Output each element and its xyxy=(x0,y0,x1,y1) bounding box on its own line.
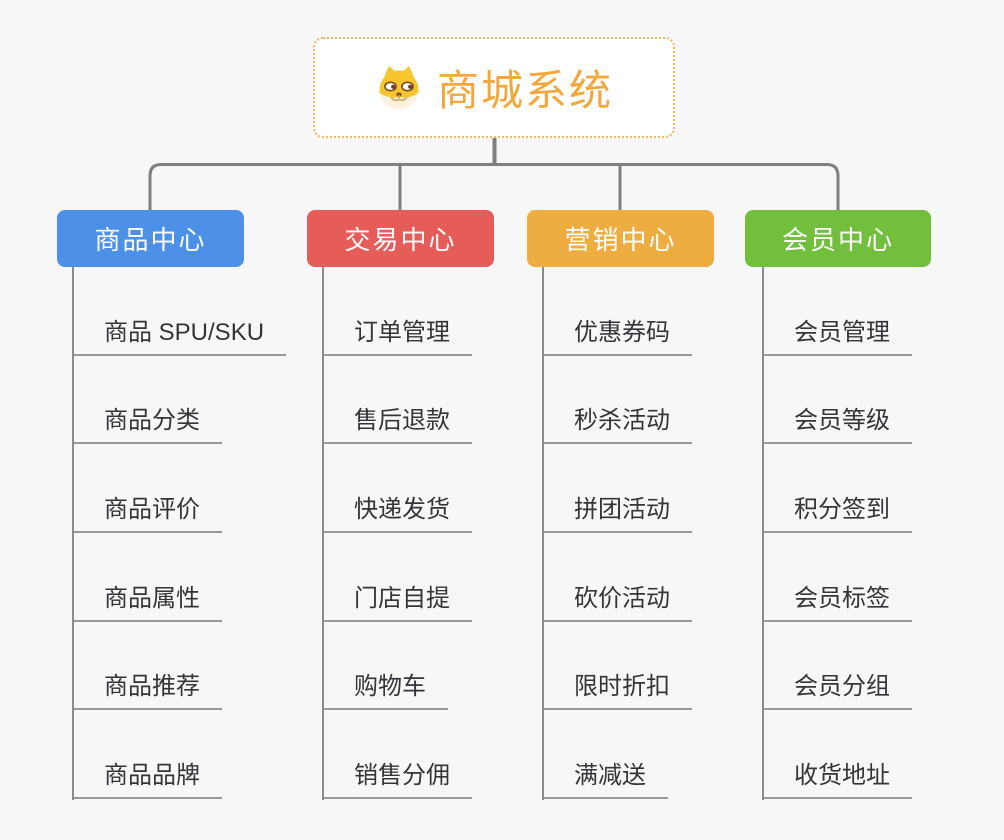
leaf-node: 销售分佣 xyxy=(322,710,472,800)
branch-children-trade-center: 订单管理 售后退款 快递发货 门店自提 购物车 销售分佣 xyxy=(322,267,472,800)
branch-node-product-center[interactable]: 商品中心 xyxy=(57,210,244,267)
leaf-node: 商品属性 xyxy=(72,533,286,622)
leaf-node: 秒杀活动 xyxy=(542,356,692,445)
leaf-node: 商品分类 xyxy=(72,356,286,445)
leaf-node: 会员分组 xyxy=(762,622,912,711)
leaf-node-label[interactable]: 商品评价 xyxy=(72,489,222,534)
leaf-node-label[interactable]: 砍价活动 xyxy=(542,578,692,622)
leaf-node: 商品品牌 xyxy=(72,710,286,800)
leaf-node: 门店自提 xyxy=(322,533,472,622)
leaf-node: 售后退款 xyxy=(322,356,472,445)
leaf-node: 限时折扣 xyxy=(542,622,692,711)
leaf-node-label[interactable]: 满减送 xyxy=(542,755,668,800)
leaf-node-label[interactable]: 商品推荐 xyxy=(72,666,222,711)
branch-spine-line xyxy=(72,267,74,800)
leaf-node-label[interactable]: 门店自提 xyxy=(322,578,472,622)
leaf-node: 会员管理 xyxy=(762,267,912,356)
branch-node-member-center[interactable]: 会员中心 xyxy=(745,210,931,267)
branch-node-marketing-center[interactable]: 营销中心 xyxy=(527,210,714,267)
shiba-dog-icon xyxy=(379,65,419,109)
leaf-node-label[interactable]: 商品属性 xyxy=(72,578,222,622)
leaf-node: 砍价活动 xyxy=(542,533,692,622)
leaf-node-label[interactable]: 会员等级 xyxy=(762,400,912,445)
root-node-mall-system[interactable]: 商城系统 xyxy=(313,37,675,138)
leaf-node: 优惠券码 xyxy=(542,267,692,356)
branch-spine-line xyxy=(542,267,544,800)
leaf-node-label[interactable]: 收货地址 xyxy=(762,755,912,800)
leaf-node-label[interactable]: 秒杀活动 xyxy=(542,400,692,445)
leaf-node-label[interactable]: 积分签到 xyxy=(762,489,912,534)
branch-children-marketing-center: 优惠券码 秒杀活动 拼团活动 砍价活动 限时折扣 满减送 xyxy=(542,267,692,800)
branch-node-label: 营销中心 xyxy=(564,225,677,255)
branch-children-member-center: 会员管理 会员等级 积分签到 会员标签 会员分组 收货地址 xyxy=(762,267,912,800)
branch-children-product-center: 商品 SPU/SKU 商品分类 商品评价 商品属性 商品推荐 商品品牌 xyxy=(72,267,287,800)
branch-node-trade-center[interactable]: 交易中心 xyxy=(307,210,494,267)
leaf-node: 商品 SPU/SKU xyxy=(72,267,287,356)
leaf-node-label[interactable]: 会员分组 xyxy=(762,666,912,711)
leaf-node-label[interactable]: 购物车 xyxy=(322,666,448,711)
leaf-node-label[interactable]: 拼团活动 xyxy=(542,489,692,534)
leaf-node-label[interactable]: 限时折扣 xyxy=(542,666,692,711)
leaf-node-label[interactable]: 商品品牌 xyxy=(72,755,222,800)
leaf-node-label[interactable]: 优惠券码 xyxy=(542,312,692,356)
leaf-node-label[interactable]: 快递发货 xyxy=(322,489,472,534)
leaf-node: 订单管理 xyxy=(322,267,472,356)
leaf-node: 会员标签 xyxy=(762,533,912,622)
leaf-node: 满减送 xyxy=(542,710,692,800)
leaf-node-label[interactable]: 售后退款 xyxy=(322,400,472,445)
branch-spine-line xyxy=(322,267,324,800)
branch-node-label: 交易中心 xyxy=(344,225,457,255)
leaf-node-label[interactable]: 商品 SPU/SKU xyxy=(72,312,287,356)
leaf-node: 会员等级 xyxy=(762,356,912,445)
leaf-node-label[interactable]: 商品分类 xyxy=(72,400,222,445)
leaf-node: 拼团活动 xyxy=(542,444,692,534)
leaf-node: 快递发货 xyxy=(322,444,472,534)
leaf-node: 购物车 xyxy=(322,622,472,711)
leaf-node: 商品推荐 xyxy=(72,622,286,711)
root-node-title: 商城系统 xyxy=(436,67,613,114)
leaf-node-label[interactable]: 会员管理 xyxy=(762,312,912,356)
branch-node-label: 商品中心 xyxy=(94,225,207,255)
leaf-node: 商品评价 xyxy=(72,444,286,534)
branch-node-label: 会员中心 xyxy=(781,225,894,255)
leaf-node: 收货地址 xyxy=(762,710,912,800)
leaf-node-label[interactable]: 会员标签 xyxy=(762,578,912,622)
leaf-node-label[interactable]: 销售分佣 xyxy=(322,755,472,800)
leaf-node-label[interactable]: 订单管理 xyxy=(322,312,472,356)
branch-spine-line xyxy=(762,267,764,800)
leaf-node: 积分签到 xyxy=(762,444,912,534)
